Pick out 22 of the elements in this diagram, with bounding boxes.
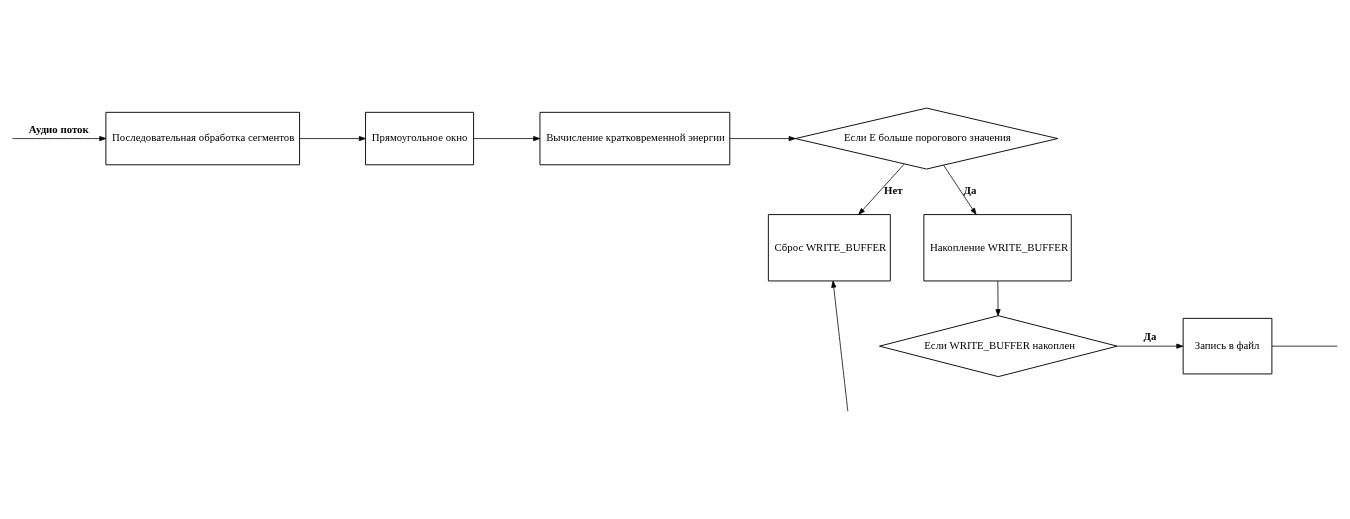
node-box: Вычисление кратковременной энергии	[539, 111, 731, 165]
connector	[1271, 345, 1338, 347]
edge-label: Аудио поток	[28, 122, 89, 135]
arrow	[831, 280, 849, 412]
arrow	[729, 135, 796, 141]
node-box: Сброс WRITE_BUFFER	[767, 213, 891, 281]
node-box: Прямоугольное окно	[365, 111, 475, 165]
arrow	[858, 163, 905, 215]
edge-label: Нет	[884, 183, 903, 196]
edge-label: Да	[963, 183, 977, 196]
arrow	[943, 164, 977, 215]
arrow	[299, 135, 366, 141]
node-box: Последовательная обработка сегментов	[105, 111, 301, 165]
node-diamond: Если WRITE_BUFFER накоплен	[879, 314, 1118, 377]
edge-label: Да	[1143, 329, 1157, 342]
arrow	[1116, 343, 1184, 349]
arrow	[12, 135, 107, 141]
node-box: Запись в файл	[1182, 317, 1273, 374]
arrow	[995, 280, 1001, 316]
arrow	[473, 135, 541, 141]
node-box: Накопление WRITE_BUFFER	[923, 213, 1072, 281]
node-diamond: Если E больше порогового значения	[794, 107, 1059, 169]
